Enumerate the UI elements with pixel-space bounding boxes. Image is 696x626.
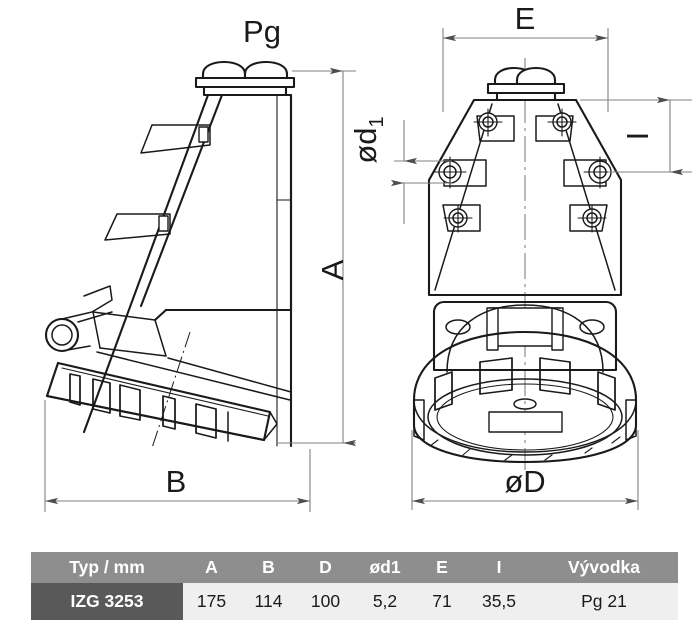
svg-text:ød1: ød1 <box>348 116 388 163</box>
dimension-label-a: A <box>315 259 350 280</box>
collar-center-axis <box>151 331 191 449</box>
dimension-label-i: I <box>620 132 655 141</box>
dimension-label-d1: ød1 <box>348 116 388 163</box>
mounting-holes-right <box>535 108 617 233</box>
cell-d: 100 <box>297 583 354 620</box>
table-row: IZG 3253 175 114 100 5,2 71 35,5 Pg 21 <box>31 583 678 620</box>
header-b: B <box>240 552 297 583</box>
right-front-view <box>412 58 638 470</box>
base-plate <box>432 300 618 373</box>
dimension-label-d1-main: ød <box>348 127 383 163</box>
cell-i: 35,5 <box>468 583 530 620</box>
cable-gland-front <box>486 66 566 102</box>
mounting-holes-left <box>433 108 515 233</box>
angled-bayonet-collar <box>44 285 292 442</box>
cell-vyvodka: Pg 21 <box>530 583 678 620</box>
right-view-dimensions: E I ød1 øD <box>348 1 692 510</box>
specification-table: Typ / mm A B D ød1 E I Vývodka IZG 3253 … <box>31 552 678 620</box>
ring-scallops <box>429 436 621 461</box>
cell-a: 175 <box>183 583 240 620</box>
drawing-canvas: .ol{fill:none;stroke:#1a1a1a;stroke-widt… <box>44 1 692 512</box>
cell-typ: IZG 3253 <box>31 583 183 620</box>
header-d: D <box>297 552 354 583</box>
dimension-label-d: øD <box>504 464 545 499</box>
cell-b: 114 <box>240 583 297 620</box>
left-side-view <box>44 60 296 449</box>
dimension-label-b: B <box>166 464 187 499</box>
header-i: I <box>468 552 530 583</box>
dimension-label-d1-sub: 1 <box>366 116 388 127</box>
left-view-dimensions: A B Pg <box>44 14 357 512</box>
cell-d1: 5,2 <box>354 583 416 620</box>
bayonet-ring-front <box>412 330 638 464</box>
housing-slot-lower <box>104 213 171 241</box>
header-vyvodka: Vývodka <box>530 552 678 583</box>
cable-gland-side <box>194 60 296 97</box>
header-e: E <box>416 552 468 583</box>
header-a: A <box>183 552 240 583</box>
housing-slot-upper <box>140 124 211 154</box>
table-header-row: Typ / mm A B D ød1 E I Vývodka <box>31 552 678 583</box>
label-pg: Pg <box>243 14 281 49</box>
dimension-label-e: E <box>515 1 536 36</box>
cell-e: 71 <box>416 583 468 620</box>
header-typ: Typ / mm <box>31 552 183 583</box>
header-d1: ød1 <box>354 552 416 583</box>
